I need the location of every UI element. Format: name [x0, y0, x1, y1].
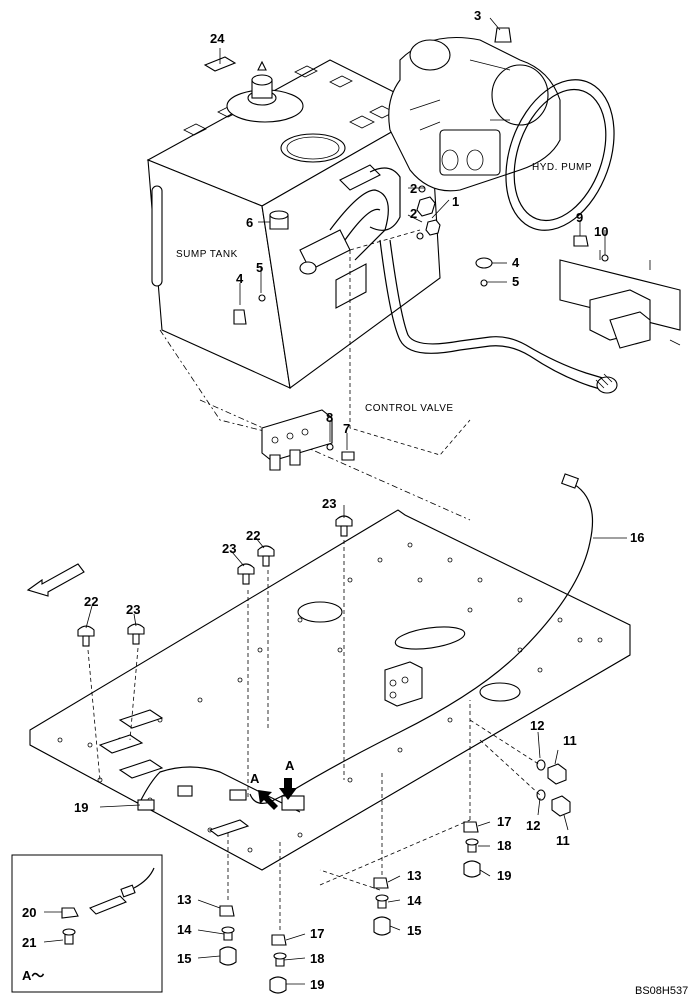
lower-clamps: [219, 700, 571, 994]
callout-18b: 18: [310, 951, 324, 966]
callout-12a: 12: [530, 718, 544, 733]
callout-23c: 23: [126, 602, 140, 617]
hyd-pump-label: HYD. PUMP: [532, 162, 592, 173]
callout-3: 3: [474, 8, 481, 23]
forward-arrow: [26, 563, 85, 597]
callout-19a: 19: [497, 868, 511, 883]
callout-24: 24: [210, 31, 225, 46]
callout-14b: 14: [177, 922, 192, 937]
callout-1: 1: [452, 194, 459, 209]
callout-15b: 15: [177, 951, 191, 966]
callout-2b: 2: [410, 206, 417, 221]
callout-19c: 19: [310, 977, 324, 992]
upper-fittings: [203, 27, 609, 461]
callout-7: 7: [343, 421, 350, 436]
view-a-letter-2: A: [285, 758, 295, 773]
callout-23a: 23: [322, 496, 336, 511]
floor-plate: [29, 509, 631, 871]
callout-17b: 17: [310, 926, 324, 941]
callout-17a: 17: [497, 814, 511, 829]
sump-tank-label: SUMP TANK: [176, 249, 238, 260]
callout-2a: 2: [410, 181, 417, 196]
callout-16: 16: [630, 530, 644, 545]
callout-22b: 22: [84, 594, 98, 609]
callout-15a: 15: [407, 923, 421, 938]
detail-a-caption: A～: [22, 968, 44, 983]
return-pipe: [379, 239, 618, 394]
hydraulic-pump: [388, 37, 615, 231]
callout-21: 21: [22, 935, 36, 950]
callout-numbers: 1 2 2 3 4 4 5 5 6 7 8 9 10 11 11 12 12 1…: [22, 8, 644, 992]
leader-lines: [43, 17, 627, 985]
callout-4a: 4: [512, 255, 520, 270]
callout-13b: 13: [177, 892, 191, 907]
callout-20: 20: [22, 905, 36, 920]
callout-11a: 11: [563, 733, 577, 748]
drawing-reference: BS08H537: [635, 985, 688, 997]
callout-5a: 5: [512, 274, 519, 289]
callout-8: 8: [326, 410, 333, 425]
view-a-arrows: A A: [250, 758, 297, 810]
view-a-letter-1: A: [250, 771, 260, 786]
callout-18a: 18: [497, 838, 511, 853]
callout-9: 9: [576, 210, 583, 225]
callout-22a: 22: [246, 528, 260, 543]
callout-4b: 4: [236, 271, 244, 286]
callout-12b: 12: [526, 818, 540, 833]
callout-14a: 14: [407, 893, 422, 908]
callout-19b: 19: [74, 800, 88, 815]
control-valve-label: CONTROL VALVE: [365, 403, 454, 414]
valve-bracket: [559, 250, 681, 349]
detail-a-inset: A～: [11, 854, 163, 993]
suction-hose: [329, 167, 401, 261]
callout-10: 10: [594, 224, 608, 239]
filter-block: [261, 409, 333, 471]
sump-tank: [146, 59, 441, 389]
callout-11b: 11: [556, 833, 570, 848]
mounting-bolts: [77, 515, 353, 800]
callout-5b: 5: [256, 260, 263, 275]
callout-13a: 13: [407, 868, 421, 883]
callout-23b: 23: [222, 541, 236, 556]
callout-6: 6: [246, 215, 253, 230]
